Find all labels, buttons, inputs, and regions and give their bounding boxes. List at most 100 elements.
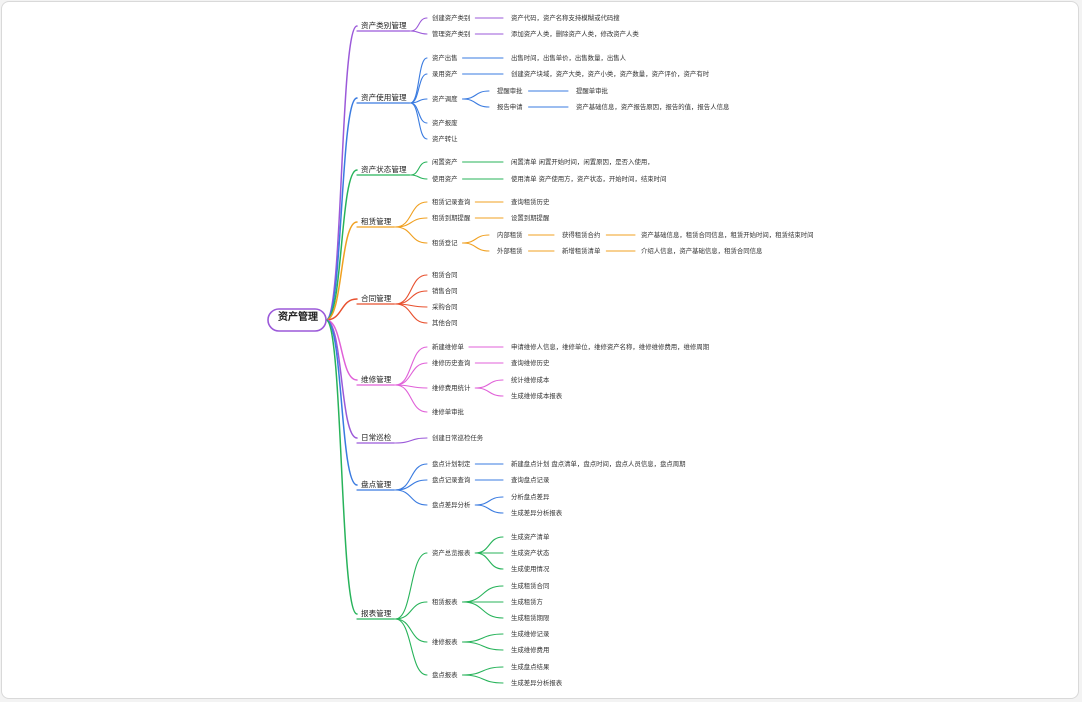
node-label[interactable]: 查询维修历史 [511,358,550,367]
node-label[interactable]: 生成租赁合同 [511,581,549,590]
node-label[interactable]: 租赁合同 [432,270,458,279]
node-label[interactable]: 盘点记录查询 [432,475,471,484]
branch-label[interactable]: 资产类别管理 [361,20,407,30]
node-label[interactable]: 生成差异分析报表 [511,678,563,687]
node-label[interactable]: 生成维修成本报表 [511,391,563,400]
connector [394,463,428,491]
node-label[interactable]: 出售时间，出售单价，出售数量，出售人 [511,53,627,62]
node-label[interactable]: 报告申请 [497,102,523,111]
node-label[interactable]: 统计维修成本 [511,375,550,384]
node-label[interactable]: 资产基础信息，租赁合同信息，租赁开始时间，租赁结束时间 [641,230,814,239]
node-label[interactable]: 外部租赁 [497,246,523,255]
connector [394,384,428,413]
node-label[interactable]: 资产基础信息，资产报告原因，报告的值，报告人信息 [576,102,730,111]
node-label[interactable]: 其他合同 [432,318,458,327]
node-label[interactable]: 租赁记录查询 [432,197,471,206]
node-label[interactable]: 管理资产类别 [432,29,470,38]
branch-label[interactable]: 日常巡检 [361,432,392,442]
node-label[interactable]: 生成维修费用 [511,645,549,654]
node-label[interactable]: 分析盘点差异 [511,492,550,501]
node-label[interactable]: 提醒单审批 [576,86,609,95]
node-label[interactable]: 盘点报表 [432,670,458,679]
node-label[interactable]: 使用资产 [432,174,458,183]
node-label[interactable]: 维修费用统计 [432,383,471,392]
node-label[interactable]: 采购合同 [432,302,458,311]
node-label[interactable]: 资产报废 [432,118,458,127]
node-label[interactable]: 生成差异分析报表 [511,508,563,517]
connector [394,479,428,491]
node-label[interactable]: 资产代码，资产名称支持模糊或代码搜 [511,13,620,22]
node-label[interactable]: 闲置清单 闲置开始时间，闲置原因，是否入使用， [511,157,654,166]
node-label[interactable]: 查询租赁历史 [511,197,550,206]
connector [394,346,428,386]
connector [462,674,504,684]
node-label[interactable]: 生成资产状态 [511,548,550,557]
node-label[interactable]: 盘点计划制定 [432,459,471,468]
node-label[interactable]: 盘点差异分析 [432,500,471,509]
node-label[interactable]: 新增租赁清单 [562,246,601,255]
node-label[interactable]: 生成租赁期限 [511,613,550,622]
node-label[interactable]: 生成资产清单 [511,532,550,541]
node-label[interactable]: 资产调度 [432,94,458,103]
connector [462,601,504,619]
branch-connector [325,169,358,321]
node-label[interactable]: 创建日常巡检任务 [432,433,484,442]
branch-connector [325,319,358,381]
root-node[interactable] [267,308,327,332]
node-label[interactable]: 添加资产人类，删除资产人类，修改资产人类 [511,29,639,38]
node-label[interactable]: 提醒审批 [497,86,523,95]
connector [394,226,428,244]
connector [462,666,504,676]
connector [462,633,504,643]
connector [462,585,504,603]
branch-label[interactable]: 资产状态管理 [361,164,407,174]
node-label[interactable]: 新建维修单 [432,342,465,351]
node-label[interactable]: 资产转让 [432,134,458,143]
node-label[interactable]: 内部租赁 [497,230,523,239]
branch-label[interactable]: 盘点管理 [361,479,392,489]
root-label[interactable]: 资产管理 [278,310,318,323]
connector [410,73,428,104]
connector [474,536,504,554]
node-label[interactable]: 新建盘点计划 盘点清单，盘点时间，盘点人员信息，盘点周期 [511,459,686,468]
connector [410,17,428,32]
connector [394,437,428,444]
node-label[interactable]: 销售合同 [432,286,458,295]
branch-label[interactable]: 合同管理 [361,293,392,303]
node-label[interactable]: 资产总览报表 [432,548,471,557]
node-label[interactable]: 创建资产块域，资产大类，资产小类，资产数量，资产评价，资产有时 [511,69,710,78]
connector [410,30,428,35]
branch-label[interactable]: 报表管理 [361,608,392,618]
node-label[interactable]: 设置到期提醒 [511,213,550,222]
branch-label[interactable]: 维修管理 [361,374,392,384]
node-label[interactable]: 维修报表 [432,637,458,646]
node-label[interactable]: 租赁报表 [432,597,458,606]
connector [462,641,504,651]
connector [462,98,490,108]
node-label[interactable]: 生成租赁方 [511,597,543,606]
node-label[interactable]: 闲置资产 [432,157,458,166]
node-label[interactable]: 生成使用情况 [511,564,550,573]
node-label[interactable]: 介绍人信息，资产基础信息，租赁合同信息 [641,246,763,255]
connector [474,552,504,570]
node-label[interactable]: 使用清单 资产使用方，资产状态，开始时间，结束时间 [511,174,666,183]
node-label[interactable]: 资产出售 [432,53,458,62]
branch-label[interactable]: 租赁管理 [361,216,392,226]
node-label[interactable]: 录用资产 [432,69,458,78]
connector [410,174,428,180]
node-label[interactable]: 获得租赁合约 [562,230,600,239]
node-label[interactable]: 申请维修人信息，维修单位，维修资产名称，维修维修费用，维修周期 [511,342,709,351]
node-label[interactable]: 租赁登记 [432,238,458,247]
connector [410,102,428,140]
node-label[interactable]: 维修历史查询 [432,358,471,367]
node-label[interactable]: 查询盘点记录 [511,475,550,484]
node-label[interactable]: 生成盘点结果 [511,662,550,671]
node-label[interactable]: 维修单审批 [432,407,465,416]
branch-label[interactable]: 资产使用管理 [361,92,407,102]
node-label[interactable]: 生成维修记录 [511,629,550,638]
connector [394,217,428,228]
node-label[interactable]: 租赁到期提醒 [432,213,471,222]
connector [394,618,428,676]
connector [474,379,504,389]
node-label[interactable]: 创建资产类别 [432,13,470,22]
